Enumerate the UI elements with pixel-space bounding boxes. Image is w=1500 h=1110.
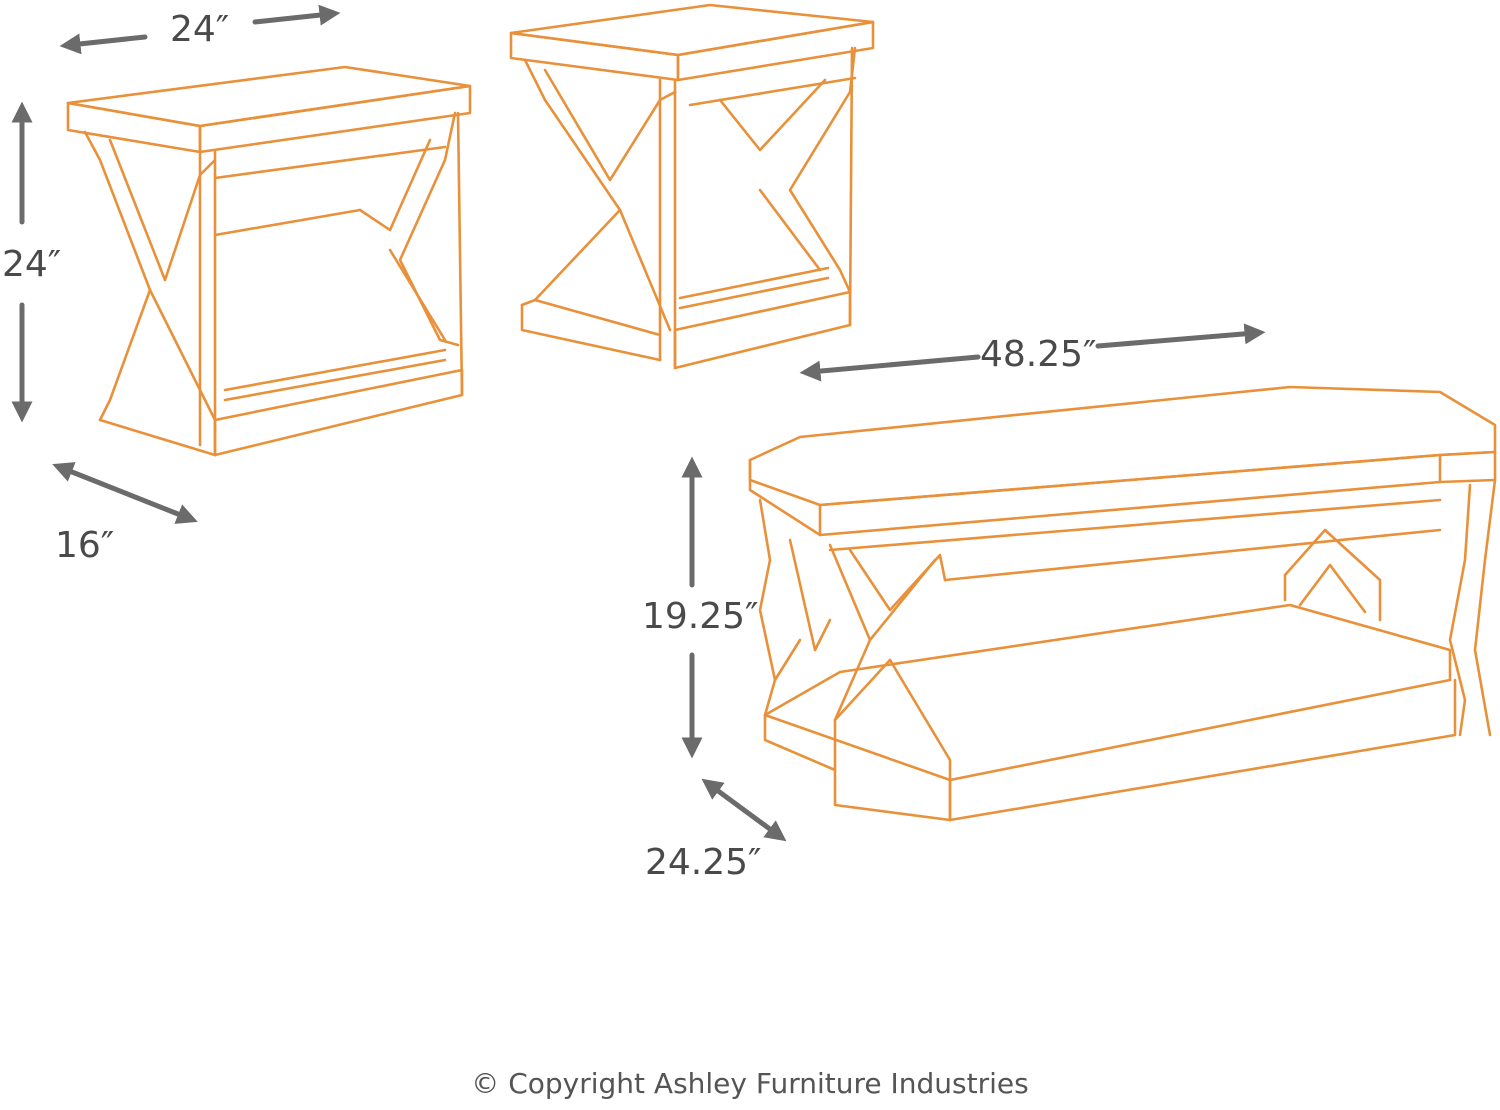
dimension-arrows	[11, 4, 1266, 842]
arrow-end-depth	[52, 462, 198, 524]
arrow-coffee-depth	[701, 778, 787, 842]
arrow-coffee-width-left	[799, 354, 981, 382]
copyright-text: © Copyright Ashley Furniture Industries	[471, 1067, 1029, 1100]
end-table-height-label: 24″	[2, 244, 62, 285]
coffee-table-height-label: 19.25″	[642, 596, 759, 637]
arrow-end-width-left	[59, 33, 148, 55]
coffee-table-depth-label: 24.25″	[645, 842, 762, 883]
arrow-coffee-width-right	[1095, 323, 1266, 349]
end-table-width-label: 24″	[170, 9, 230, 50]
coffee-table-width-label: 48.25″	[980, 334, 1097, 375]
coffee-table	[748, 385, 1497, 822]
end-table-left	[66, 65, 472, 457]
end-table-middle	[509, 3, 875, 370]
end-table-depth-label: 16″	[55, 525, 115, 566]
arrow-end-width-right	[252, 4, 341, 26]
